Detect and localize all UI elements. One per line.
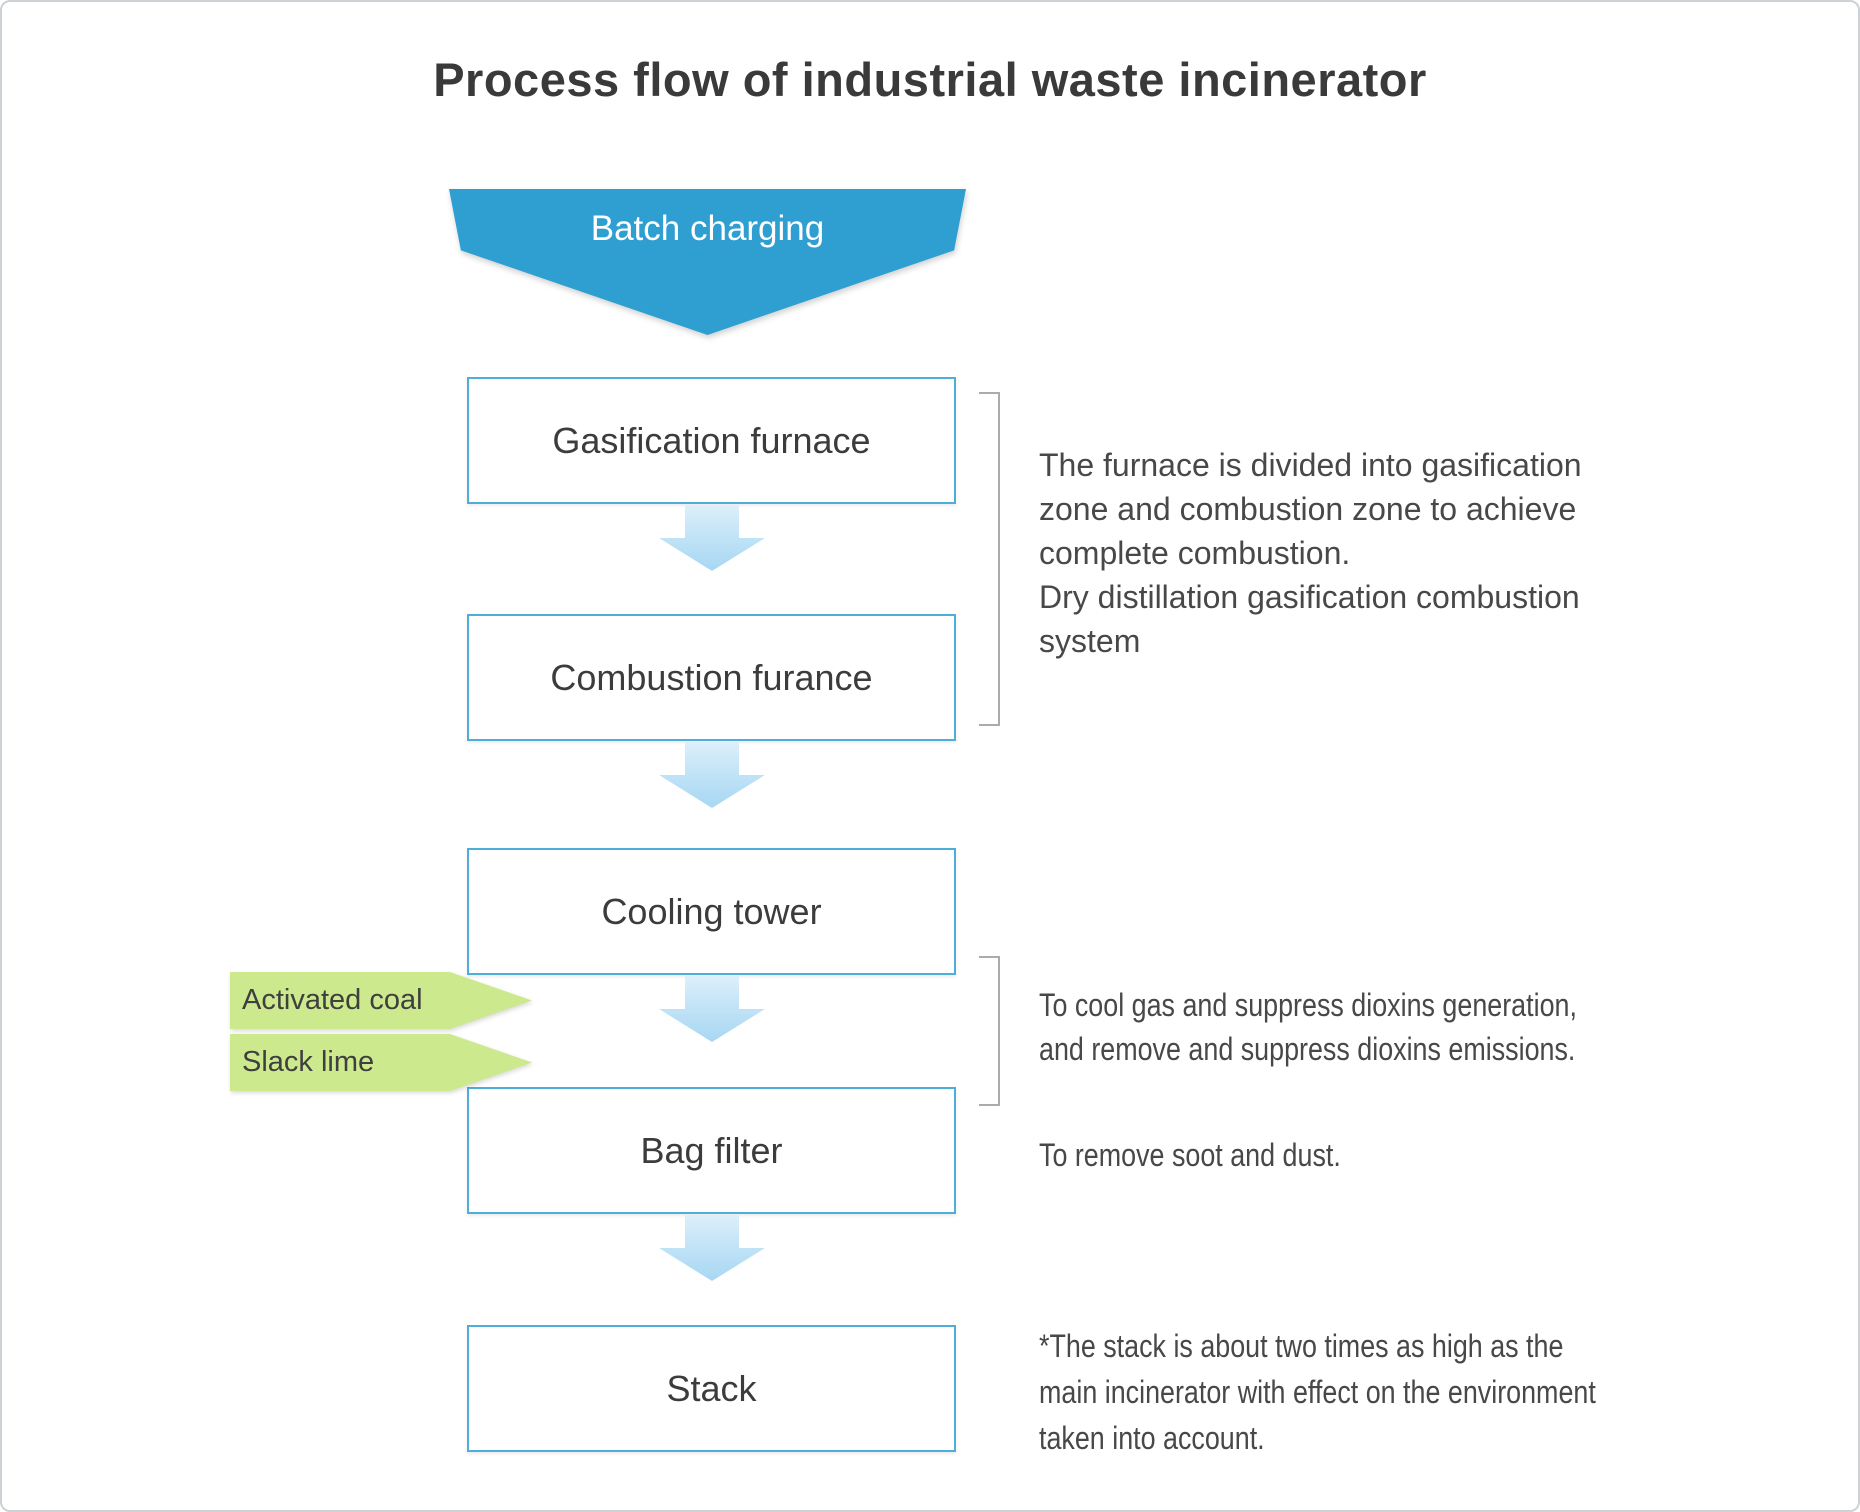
right-arrow-shape: Slack lime — [230, 1034, 532, 1091]
page-title: Process flow of industrial waste inciner… — [433, 53, 1427, 106]
process-box-gasification-furnace: Gasification furnace — [467, 377, 956, 504]
input-arrow-slack-lime: Slack lime — [230, 1034, 532, 1091]
box-label: Bag filter — [640, 1129, 783, 1171]
input-arrow-activated-coal: Activated coal — [230, 972, 532, 1029]
input-label: Slack lime — [242, 1046, 375, 1078]
box-label: Stack — [666, 1367, 757, 1409]
box-label: Combustion furance — [550, 656, 873, 698]
annotation-bag-filter: To remove soot and dust. — [1039, 1137, 1341, 1173]
process-box-bag-filter: Bag filter — [467, 1087, 956, 1214]
annotation-stack: *The stack is about two times as high as… — [1039, 1328, 1596, 1456]
annotation-furnace: The furnace is divided into gasification… — [1039, 447, 1582, 659]
banner-shape: Batch charging — [449, 189, 966, 335]
box-label: Gasification furnace — [552, 419, 871, 461]
process-box-cooling-tower: Cooling tower — [467, 848, 956, 975]
process-box-stack: Stack — [467, 1325, 956, 1452]
annotation-cooling: To cool gas and suppress dioxins generat… — [1039, 987, 1577, 1067]
right-arrow-shape: Activated coal — [230, 972, 532, 1029]
process-box-combustion-furnace: Combustion furance — [467, 614, 956, 741]
bracket-cooling-group — [979, 956, 1000, 1106]
batch-charging-banner: Batch charging — [449, 189, 966, 335]
flow-down-arrow-icon — [659, 742, 765, 808]
bracket-furnace-group — [979, 392, 1000, 726]
box-label: Cooling tower — [601, 890, 822, 932]
input-label: Activated coal — [242, 984, 423, 1016]
banner-label: Batch charging — [590, 209, 825, 248]
flow-down-arrow-icon — [659, 505, 765, 571]
flow-down-arrow-icon — [659, 976, 765, 1042]
flow-down-arrow-icon — [659, 1215, 765, 1281]
